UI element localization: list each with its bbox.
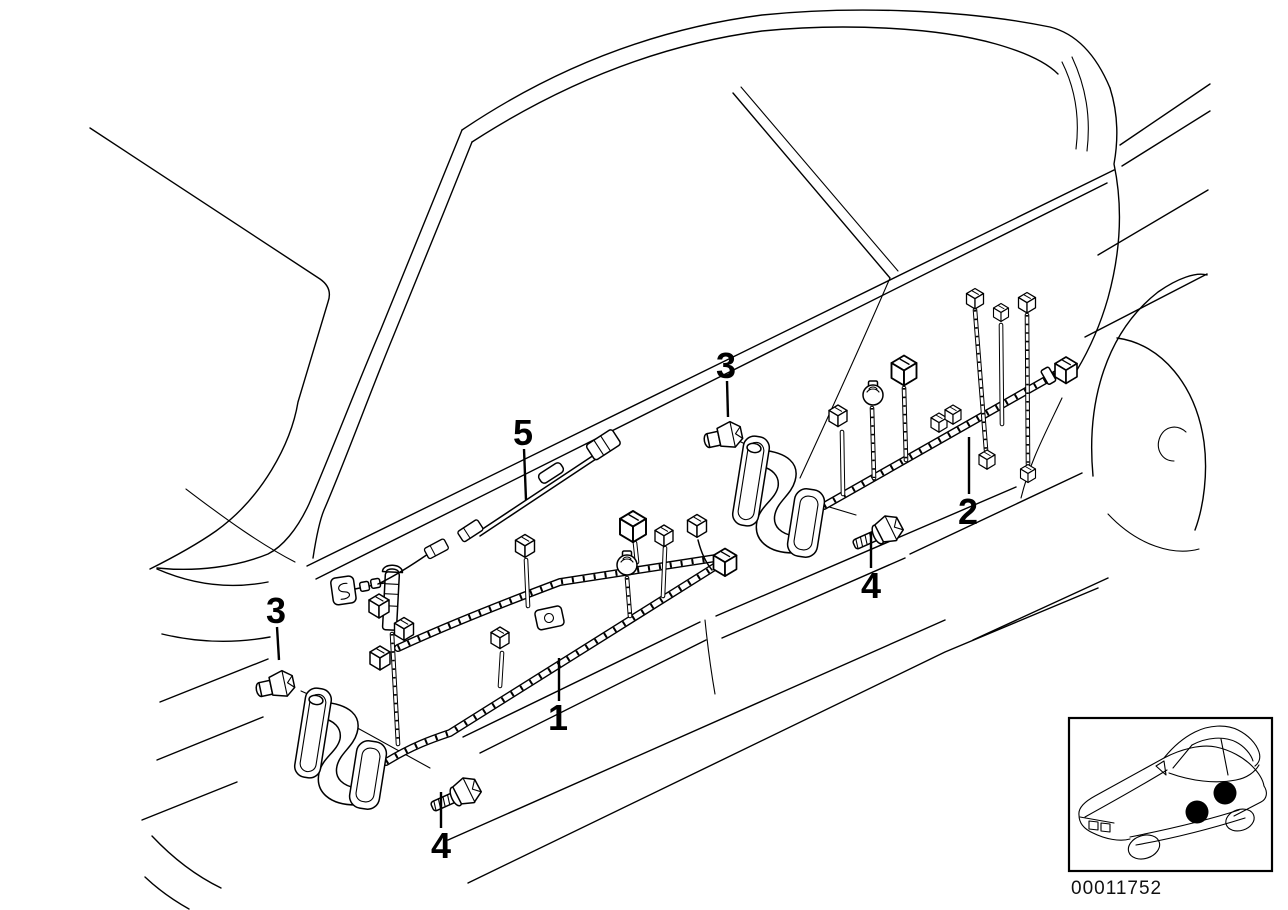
location-dot-front-door: [1185, 800, 1209, 824]
connector: [1017, 291, 1037, 314]
end-connector: [1054, 356, 1078, 385]
roof-inner: [471, 26, 1059, 143]
quarter-crease: [1097, 189, 1209, 256]
car-body-outline: [89, 9, 1211, 910]
rear-wheel-arch: [1090, 273, 1208, 477]
door-bottom-front: [462, 621, 701, 738]
connector: [490, 626, 510, 650]
hood-line: [89, 127, 331, 570]
end-connector: [712, 547, 738, 577]
blanking-plug-front: [252, 668, 297, 703]
leader-line-5: [522, 448, 528, 501]
beltline-outer: [306, 169, 1115, 567]
rear-wheel-hub: [1157, 426, 1187, 462]
roof-outer: [461, 9, 1111, 131]
trunk-edge-2: [1121, 110, 1211, 167]
harness-main-run-rear: [822, 370, 1060, 509]
connector: [944, 404, 962, 425]
connector: [828, 404, 848, 428]
location-dot-rear-door: [1213, 781, 1237, 805]
mounting-bolt-front: [425, 772, 485, 820]
round-connector: [862, 380, 884, 406]
rear-door-harness: [700, 287, 1078, 560]
rear-wheel: [1116, 337, 1207, 531]
front-door-shut-lower: [704, 619, 716, 695]
c-pillar: [1076, 87, 1121, 371]
leader-line-3-rear: [725, 380, 730, 418]
connector: [1019, 463, 1037, 484]
front-valance-line: [159, 658, 269, 703]
a-pillar-inner: [312, 141, 473, 559]
quarter-window-edge: [1061, 61, 1078, 150]
b-pillar: [732, 92, 891, 279]
b-pillar-2: [740, 86, 899, 272]
thumbnail-locator: [1067, 716, 1274, 873]
leader-line-3-front: [275, 626, 281, 661]
callout-4-rear[interactable]: 4: [861, 565, 881, 606]
connector: [686, 513, 708, 539]
quarter-window-edge-2: [1071, 56, 1089, 152]
trunk-edge: [1119, 83, 1211, 146]
callout-3-front[interactable]: 3: [266, 590, 286, 631]
front-fender-line-2: [161, 633, 271, 643]
blanking-plug-rear: [700, 419, 745, 454]
door-grommet-boot-front: [292, 685, 389, 812]
thumbnail-car: [1078, 725, 1267, 860]
front-wheel-arch: [151, 835, 222, 889]
callout-5[interactable]: 5: [513, 412, 533, 453]
harness-upper-run: [396, 555, 717, 651]
beltline-inner: [315, 182, 1108, 580]
rocker-line-rear: [909, 472, 1083, 555]
a-pillar-outer: [156, 129, 463, 570]
harness-branch-strap: [390, 633, 400, 745]
connector: [369, 645, 391, 671]
large-connector: [890, 354, 918, 387]
rocker-line-3: [972, 577, 1109, 641]
mounting-bolt-rear: [847, 510, 907, 558]
connector: [992, 302, 1010, 323]
branch-wire: [377, 553, 429, 585]
cable-clip-connector: [329, 574, 358, 607]
callout-3-rear[interactable]: 3: [716, 345, 736, 386]
callout-4-front[interactable]: 4: [431, 825, 451, 866]
callout-2[interactable]: 2: [958, 491, 978, 532]
door-bottom-rear-2: [721, 557, 906, 639]
connector: [368, 593, 390, 619]
rocker-line: [447, 619, 946, 841]
front-wheel-arch-2: [144, 876, 190, 910]
thumbnail-front-wheel: [1127, 834, 1161, 860]
rear-door-shut-lower: [1020, 397, 1063, 499]
cable-plug-large: [585, 429, 621, 461]
flat-plug-connector: [423, 537, 450, 560]
bumper-top-line: [1084, 273, 1208, 338]
connector: [965, 287, 985, 310]
callouts: 1 2 3 3 4 4 5: [266, 345, 978, 866]
flat-sensor-connector: [534, 605, 565, 631]
cowl-line: [185, 488, 296, 563]
speaker-cable: [456, 429, 621, 544]
front-door-harness: [252, 429, 738, 820]
image-id-label: 00011752: [1071, 878, 1162, 899]
door-bottom-front-2: [479, 639, 707, 754]
front-fender-line: [156, 568, 269, 587]
rocker-line-2: [467, 587, 1099, 884]
cable-plug-small: [456, 518, 485, 544]
thumbnail-rear-wheel: [1225, 808, 1255, 832]
connector: [393, 616, 415, 642]
thumbnail-border: [1067, 716, 1274, 873]
callout-1[interactable]: 1: [548, 697, 568, 738]
front-valance-line-3: [141, 781, 238, 821]
front-door-shut-line: [799, 277, 891, 479]
connector: [654, 524, 674, 548]
connector: [978, 449, 996, 470]
rear-wheel-bottom: [1107, 513, 1200, 552]
large-connector: [619, 510, 647, 544]
connector: [514, 533, 536, 559]
front-valance-line-2: [156, 716, 264, 761]
door-bottom-rear: [715, 486, 1017, 617]
